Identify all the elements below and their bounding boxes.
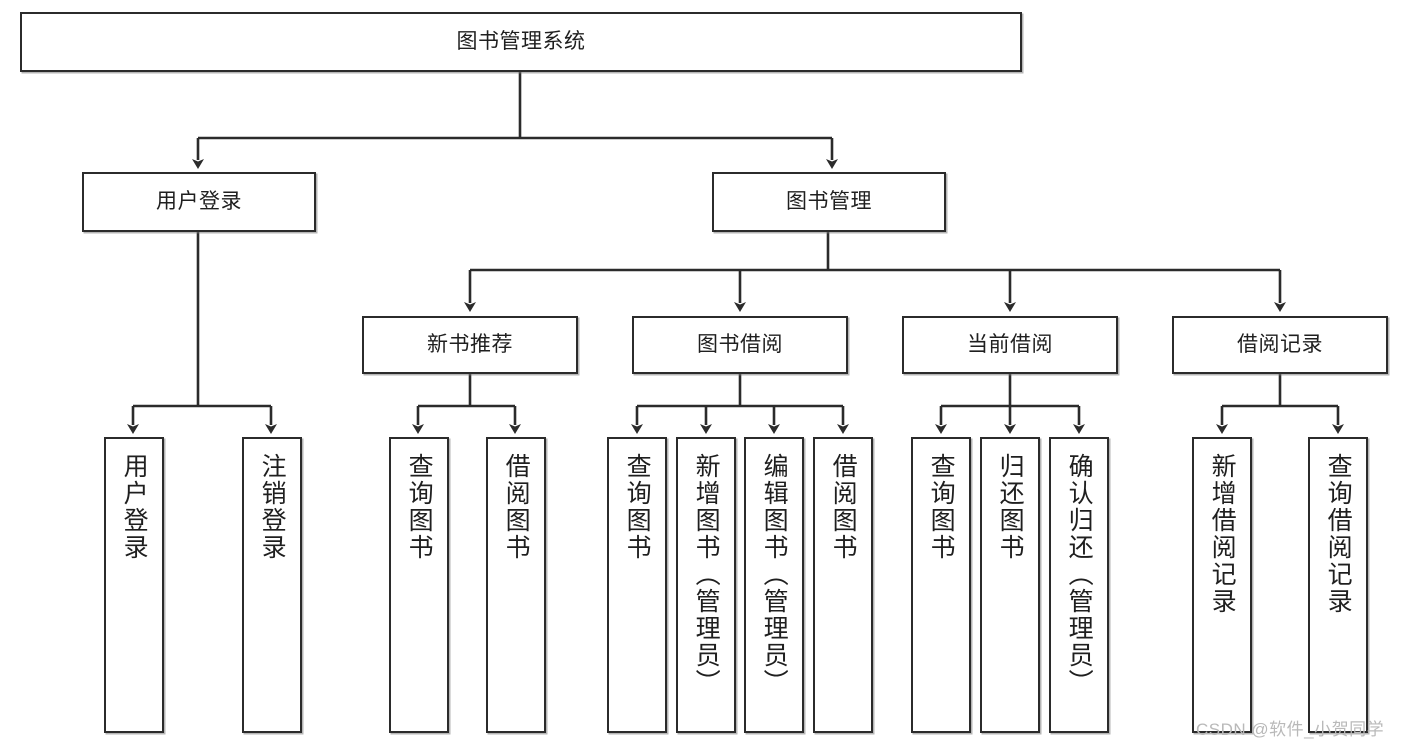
node-borrow-records[interactable]: 借阅记录 (1172, 316, 1388, 374)
node-label: 归还图书 (996, 453, 1025, 561)
leaf-user-login-logout[interactable]: 注销登录 (242, 437, 302, 733)
node-label: 查询图书 (927, 453, 956, 561)
node-label: 查询借阅记录 (1324, 453, 1353, 615)
leaf-current-query-book[interactable]: 查询图书 (911, 437, 971, 733)
node-label: 借阅图书 (829, 453, 858, 561)
leaf-borrow-borrow-book[interactable]: 借阅图书 (813, 437, 873, 733)
node-label: 确认归还（管理员） (1065, 453, 1094, 696)
node-label: 当前借阅 (967, 333, 1053, 357)
leaf-borrow-edit-book-admin[interactable]: 编辑图书（管理员） (744, 437, 804, 733)
node-user-login[interactable]: 用户登录 (82, 172, 316, 232)
leaf-new-books-borrow[interactable]: 借阅图书 (486, 437, 546, 733)
leaf-current-confirm-return-admin[interactable]: 确认归还（管理员） (1049, 437, 1109, 733)
leaf-new-books-query[interactable]: 查询图书 (389, 437, 449, 733)
leaf-user-login-login[interactable]: 用户登录 (104, 437, 164, 733)
leaf-records-query-record[interactable]: 查询借阅记录 (1308, 437, 1368, 733)
node-label: 用户登录 (120, 453, 149, 561)
node-label: 新增借阅记录 (1208, 453, 1237, 615)
node-label: 图书借阅 (697, 333, 783, 357)
node-label: 新增图书（管理员） (692, 453, 721, 696)
node-new-book-recommend[interactable]: 新书推荐 (362, 316, 578, 374)
node-label: 注销登录 (258, 453, 287, 561)
leaf-borrow-add-book-admin[interactable]: 新增图书（管理员） (676, 437, 736, 733)
node-label: 新书推荐 (427, 333, 513, 357)
node-current-borrow[interactable]: 当前借阅 (902, 316, 1118, 374)
node-label: 借阅图书 (502, 453, 531, 561)
node-label: 查询图书 (405, 453, 434, 561)
node-label: 编辑图书（管理员） (760, 453, 789, 696)
node-root-system[interactable]: 图书管理系统 (20, 12, 1022, 72)
node-label: 图书管理 (786, 190, 872, 214)
node-label: 查询图书 (623, 453, 652, 561)
node-book-management[interactable]: 图书管理 (712, 172, 946, 232)
node-label: 图书管理系统 (456, 30, 586, 54)
csdn-watermark: CSDN @软件_小贺同学 (1196, 720, 1385, 739)
leaf-borrow-query-book[interactable]: 查询图书 (607, 437, 667, 733)
leaf-records-add-record[interactable]: 新增借阅记录 (1192, 437, 1252, 733)
node-label: 借阅记录 (1237, 333, 1323, 357)
node-book-borrow[interactable]: 图书借阅 (632, 316, 848, 374)
leaf-current-return-book[interactable]: 归还图书 (980, 437, 1040, 733)
node-label: 用户登录 (156, 190, 242, 214)
